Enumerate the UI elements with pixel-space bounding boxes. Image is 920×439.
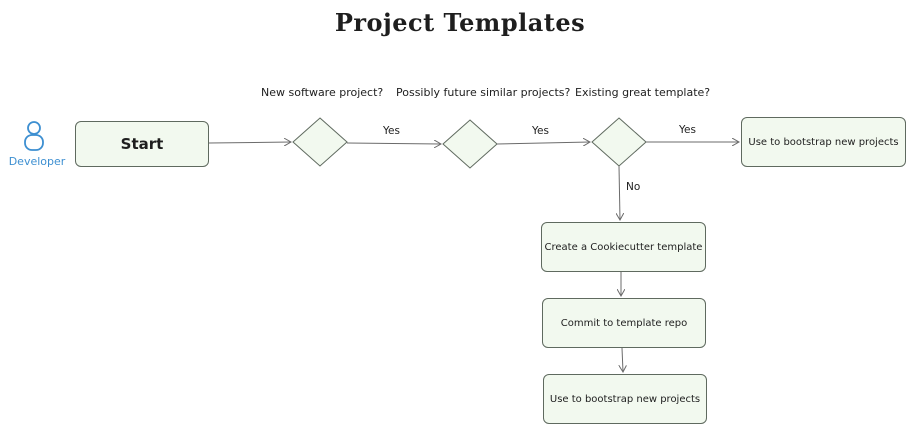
arrow-q2-to-q3 — [496, 142, 590, 144]
actor-label: Developer — [8, 155, 66, 168]
node-use-bootstrap-top[interactable]: Use to bootstrap new projects — [741, 117, 906, 167]
arrow-q1-to-q2 — [346, 143, 441, 144]
node-use-bootstrap-bottom[interactable]: Use to bootstrap new projects — [543, 374, 707, 424]
start-node[interactable]: Start — [75, 121, 209, 167]
decision-new-project — [292, 117, 348, 167]
edge-label-yes-1: Yes — [383, 125, 400, 137]
question-new-project: New software project? — [261, 86, 384, 99]
arrow-start-to-q1 — [208, 142, 291, 143]
person-icon — [24, 121, 44, 151]
decision-existing-template — [591, 117, 647, 167]
node-create-template[interactable]: Create a Cookiecutter template — [541, 222, 706, 272]
question-future-similar: Possibly future similar projects? — [396, 86, 571, 99]
edge-label-yes-3: Yes — [679, 124, 696, 136]
arrow-q3-to-create — [619, 165, 620, 220]
page-title: Project Templates — [334, 8, 586, 37]
arrow-commit-to-use — [622, 347, 623, 372]
edge-label-no: No — [626, 181, 641, 193]
edge-label-yes-2: Yes — [532, 125, 549, 137]
decision-future-similar — [442, 119, 498, 169]
question-existing-template: Existing great template? — [575, 86, 711, 99]
node-commit-repo[interactable]: Commit to template repo — [542, 298, 706, 348]
